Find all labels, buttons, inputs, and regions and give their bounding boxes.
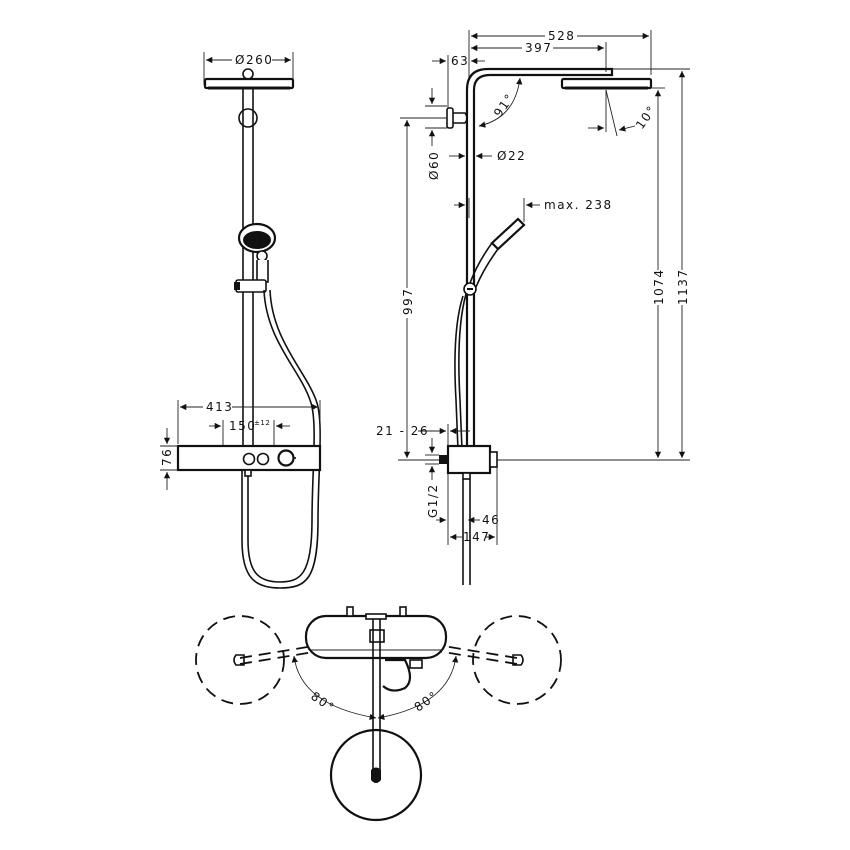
dim-rail-height: 997 (401, 288, 415, 315)
dim-swivel-left: 80° (308, 689, 337, 715)
side-view: 528 397 63 91° 10° Ø60 (376, 29, 690, 585)
front-view: Ø260 413 150 ±12 (160, 52, 322, 589)
dim-arm-to-head: 397 (525, 41, 552, 55)
dim-swivel-right: 80° (412, 688, 441, 714)
dim-thermostat-width: 413 (206, 400, 233, 414)
dim-connection-tolerance: ±12 (254, 419, 270, 427)
dim-total-height: 1137 (676, 268, 690, 305)
dim-connection-spacing: 150 (229, 419, 256, 433)
dim-thermostat-depth: 147 (463, 530, 490, 544)
dim-rosette-diameter: Ø60 (427, 151, 441, 180)
dim-pipe-diameter: Ø22 (497, 149, 526, 163)
dim-handshower-projection: max. 238 (544, 198, 613, 212)
dim-head-tilt: 10° (633, 103, 659, 132)
dim-head-diameter: Ø260 (235, 53, 273, 67)
dim-head-height: 1074 (652, 268, 666, 305)
top-view: 80° 80° (195, 606, 562, 822)
dim-arm-angle: 91° (491, 91, 517, 120)
dim-thermostat-height: 76 (160, 448, 174, 466)
dim-thread: G1/2 (426, 483, 440, 518)
dim-wall-gap: 21 - 26 (376, 424, 429, 438)
dim-outlet-offset: 46 (482, 513, 500, 527)
dim-wall-offset: 63 (451, 54, 469, 68)
dim-arm-total: 528 (548, 29, 575, 43)
